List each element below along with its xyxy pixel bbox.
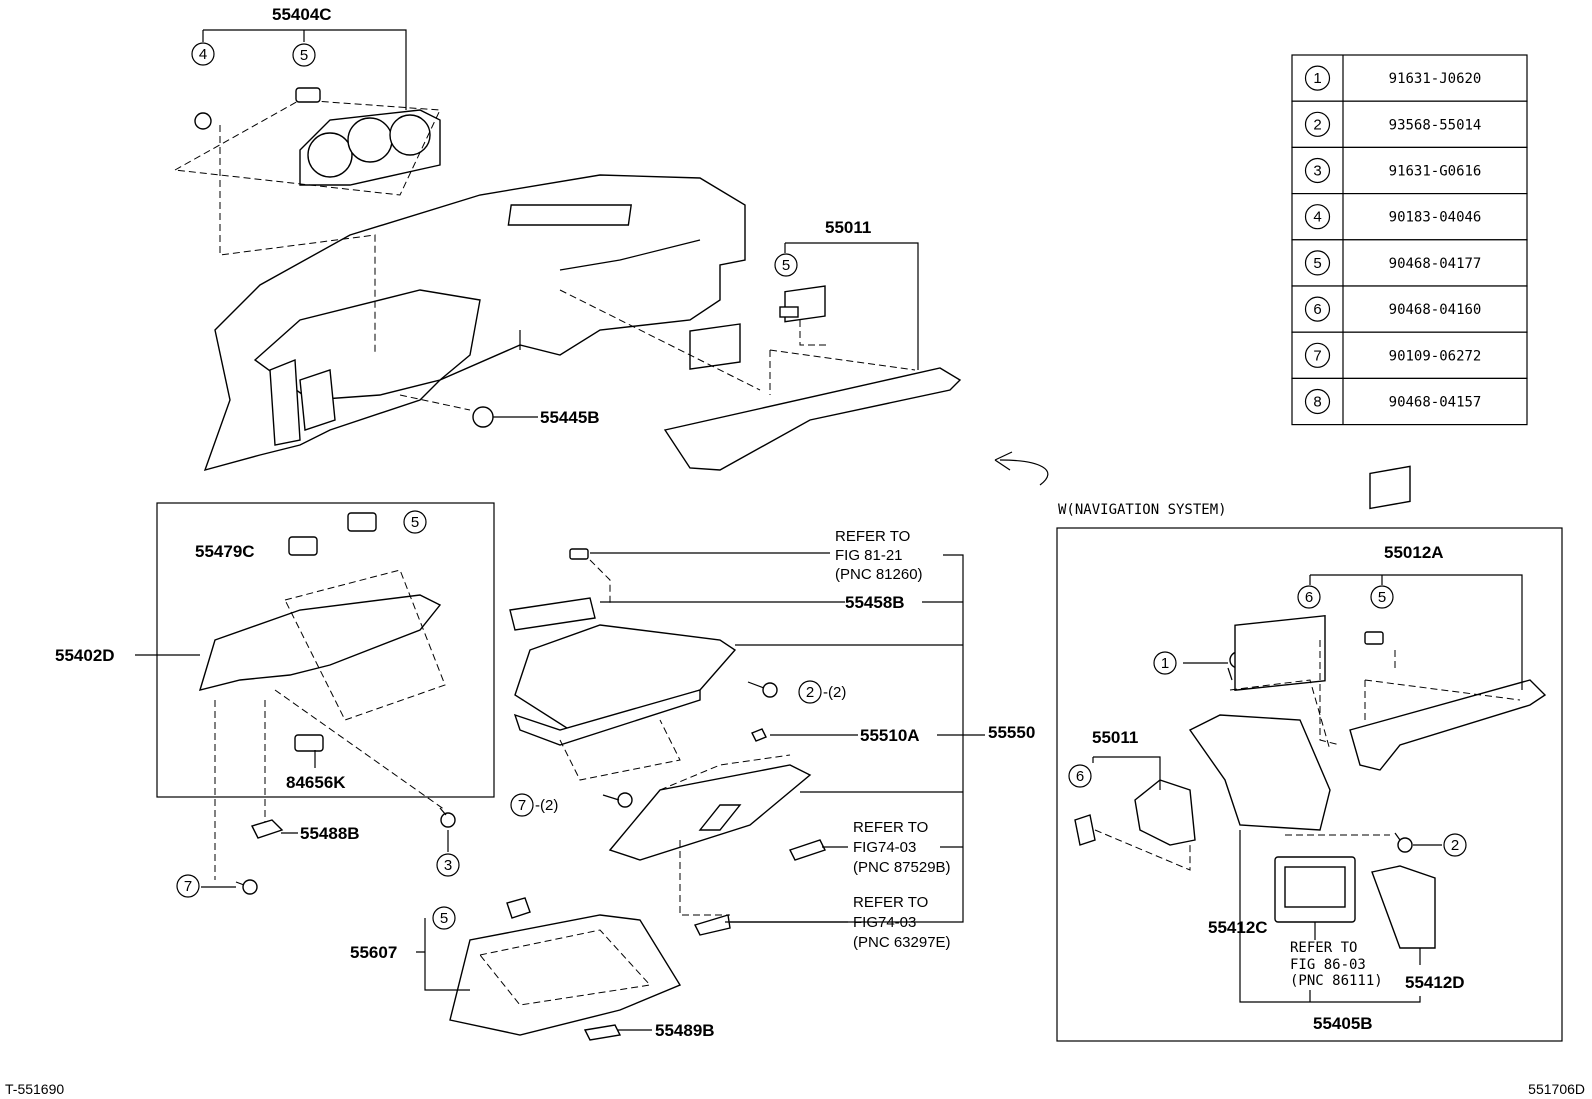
label-55550: 55550 xyxy=(988,723,1035,742)
legend-mark-circle xyxy=(1304,296,1331,322)
legend-part-number: 90468-04177 xyxy=(1389,256,1482,272)
label-55012a: 55012A xyxy=(1384,543,1444,562)
svg-text:REFER TO: REFER TO xyxy=(853,819,928,836)
qty-bolt-7: -(2) xyxy=(535,797,558,814)
legend-part-number: 90468-04157 xyxy=(1389,395,1482,411)
legend-row xyxy=(1291,377,1528,426)
svg-text:3: 3 xyxy=(444,857,452,874)
svg-text:REFER TO: REFER TO xyxy=(835,528,910,545)
legend-table: 1 91631-J0620 2 93568-55014 3 91631-G0616 4 901… xyxy=(1291,54,1528,426)
upper-register-panel xyxy=(559,285,962,471)
legend-row xyxy=(1291,285,1528,333)
legend-mark: 6 xyxy=(1313,301,1321,318)
label-55458b: 55458B xyxy=(845,593,905,612)
svg-text:FIG74-03: FIG74-03 xyxy=(853,914,916,931)
lower-panel-55402d xyxy=(198,512,446,880)
label-55405b: 55405B xyxy=(1313,1014,1373,1033)
svg-text:REFER TO: REFER TO xyxy=(853,894,928,911)
legend-part-number: 90109-06272 xyxy=(1389,348,1482,364)
svg-text:FIG74-03: FIG74-03 xyxy=(853,839,916,856)
label-55488b: 55488B xyxy=(300,824,360,843)
legend-part-number: 91631-J0620 xyxy=(1389,71,1482,87)
label-55479c: 55479C xyxy=(195,542,255,561)
svg-text:7: 7 xyxy=(518,797,526,814)
svg-text:4: 4 xyxy=(199,46,207,63)
label-55489b: 55489B xyxy=(655,1021,715,1040)
legend-row xyxy=(1291,239,1528,287)
svg-text:FIG 81-21: FIG 81-21 xyxy=(835,547,903,564)
svg-text:(PNC 63297E): (PNC 63297E) xyxy=(853,934,951,951)
clip-55445b xyxy=(472,406,494,428)
box-navigation xyxy=(1056,527,1563,1042)
legend-mark: 1 xyxy=(1313,70,1321,87)
reference-notes: REFER TO FIG 81-21 (PNC 81260) REFER TO … xyxy=(835,528,1383,989)
part-labels: 55404C 55011 55445B 55479C 55402D 84656K… xyxy=(55,5,1465,1040)
glove-box xyxy=(509,548,826,936)
legend-row xyxy=(1291,100,1528,148)
legend-part-number: 93568-55014 xyxy=(1389,117,1482,133)
legend-mark: 3 xyxy=(1313,163,1321,180)
label-84656k: 84656K xyxy=(286,773,346,792)
legend-mark: 8 xyxy=(1313,394,1321,411)
legend-part-number: 91631-G0616 xyxy=(1389,164,1482,180)
lower-box-55607 xyxy=(449,897,682,1041)
legend-part-number: 90183-04046 xyxy=(1389,210,1482,226)
legend-mark-circle xyxy=(1304,111,1331,137)
footer-right: 551706D xyxy=(1528,1081,1585,1097)
label-55412d: 55412D xyxy=(1405,973,1465,992)
callout-circles: 4 5 5 5 3 7 2 7 5 6 5 1 6 2 xyxy=(176,42,1467,930)
label-55607: 55607 xyxy=(350,943,397,962)
box-55402d xyxy=(156,502,495,798)
legend-mark-circle xyxy=(1304,204,1331,230)
legend-mark-circle xyxy=(1304,388,1331,415)
nav-assembly xyxy=(1074,465,1547,949)
svg-text:6: 6 xyxy=(1076,768,1084,785)
label-55402d: 55402D xyxy=(55,646,115,665)
svg-text:1: 1 xyxy=(1161,655,1169,672)
label-55510a: 55510A xyxy=(860,726,920,745)
legend-row xyxy=(1291,193,1528,241)
svg-text:7: 7 xyxy=(184,878,192,895)
footer-left: T-551690 xyxy=(5,1081,64,1097)
legend-row xyxy=(1291,146,1528,195)
qty-bolt-2: -(2) xyxy=(823,684,846,701)
leader-lines xyxy=(135,29,1523,1031)
legend-part-number: 90468-04160 xyxy=(1389,302,1482,318)
legend-mark-circle xyxy=(1304,157,1331,184)
svg-text:6: 6 xyxy=(1305,589,1313,606)
legend-mark: 5 xyxy=(1313,255,1321,272)
legend-row xyxy=(1291,54,1528,102)
svg-text:(PNC 86111): (PNC 86111) xyxy=(1290,973,1383,989)
svg-text:5: 5 xyxy=(411,514,419,531)
svg-text:5: 5 xyxy=(1378,589,1386,606)
label-55011-nav: 55011 xyxy=(1092,728,1138,747)
legend-mark-circle xyxy=(1304,250,1331,276)
svg-text:FIG 86-03: FIG 86-03 xyxy=(1290,957,1366,973)
svg-text:(PNC 87529B): (PNC 87529B) xyxy=(853,859,951,876)
label-55011: 55011 xyxy=(825,218,871,237)
label-55445b: 55445B xyxy=(540,408,600,427)
svg-text:(PNC 81260): (PNC 81260) xyxy=(835,566,923,583)
svg-text:5: 5 xyxy=(440,910,448,927)
svg-text:2: 2 xyxy=(806,684,814,701)
nav-caption: W(NAVIGATION SYSTEM) xyxy=(1058,502,1227,518)
svg-text:REFER TO: REFER TO xyxy=(1290,940,1357,956)
label-55404c: 55404C xyxy=(272,5,332,24)
legend-mark-circle xyxy=(1304,65,1331,91)
svg-text:5: 5 xyxy=(782,257,790,274)
label-55412c: 55412C xyxy=(1208,918,1268,937)
gauge-cluster xyxy=(174,87,441,355)
legend-mark: 4 xyxy=(1313,209,1321,226)
svg-text:2: 2 xyxy=(1451,837,1459,854)
dashboard-panel xyxy=(203,174,746,472)
legend-mark: 2 xyxy=(1313,116,1321,133)
legend-row xyxy=(1291,331,1528,380)
legend-mark-circle xyxy=(1304,342,1331,368)
legend-mark: 7 xyxy=(1313,347,1321,364)
svg-text:5: 5 xyxy=(300,47,308,64)
